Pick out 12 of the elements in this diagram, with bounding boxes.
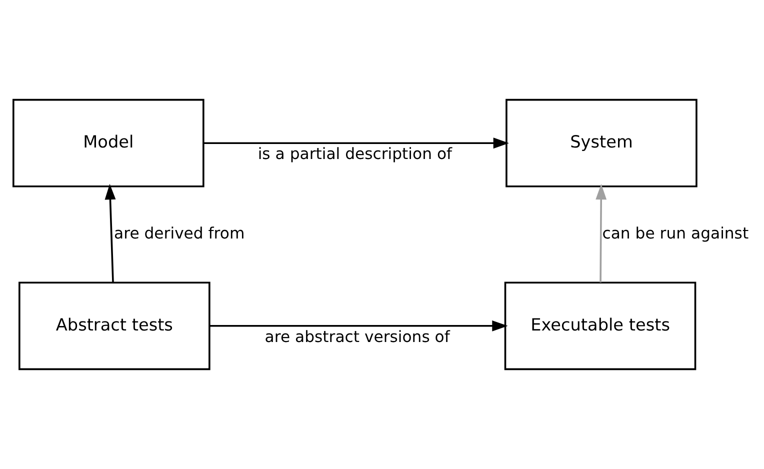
edge-label: can be run against xyxy=(602,224,749,243)
edge-label: are derived from xyxy=(114,224,245,243)
node-box: Model xyxy=(12,98,204,188)
node-box: Executable tests xyxy=(504,282,696,370)
arrow xyxy=(203,138,509,149)
node-box: Abstract tests xyxy=(18,282,210,370)
node-box: System xyxy=(506,98,698,188)
edge-label: is a partial description of xyxy=(258,144,452,164)
arrow xyxy=(104,184,116,282)
arrow xyxy=(210,320,508,332)
edge-label: are abstract versions of xyxy=(264,327,450,346)
arrow xyxy=(596,184,607,282)
